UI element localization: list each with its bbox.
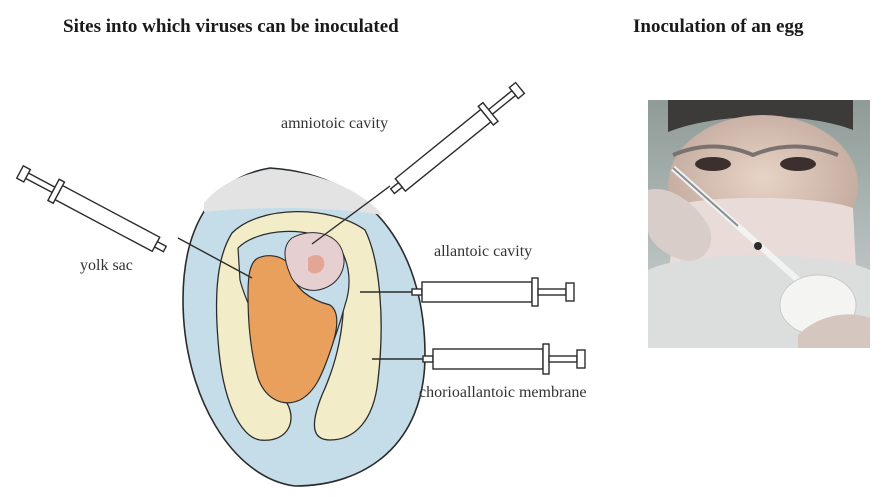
right-eye: [780, 157, 816, 171]
egg-inoculation-photo: [648, 100, 870, 348]
syringe-photo-mark: [754, 242, 762, 250]
label-amniotic-cavity: amniotoic cavity: [281, 115, 388, 133]
label-yolk-sac: yolk sac: [80, 257, 133, 275]
left-eye: [695, 157, 731, 171]
syringe-yolk: [14, 161, 170, 259]
syringe-amniotic: [385, 79, 528, 201]
label-allantoic-cavity: allantoic cavity: [434, 243, 532, 261]
syringe-chorio: [423, 344, 585, 374]
syringe-allantoic: [412, 278, 574, 306]
label-chorioallantoic-membrane: chorioallantoic membrane: [419, 384, 586, 402]
